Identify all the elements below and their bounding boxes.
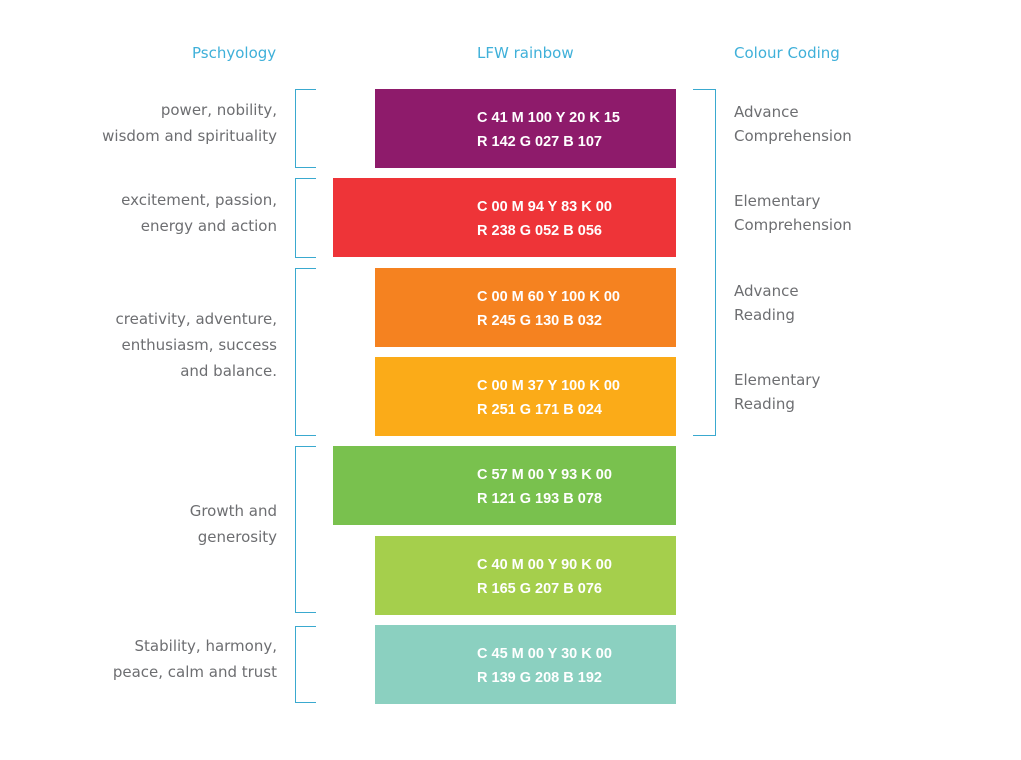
color-swatch-purple: C 41 M 100 Y 20 K 15 R 142 G 027 B 107: [375, 89, 676, 168]
rgb-value: R 142 G 027 B 107: [477, 134, 602, 150]
rgb-value: R 245 G 130 B 032: [477, 313, 602, 329]
label-line: energy and action: [140, 217, 277, 235]
header-rainbow: LFW rainbow: [477, 44, 574, 62]
psychology-label-orange: creativity, adventure, enthusiasm, succe…: [116, 306, 277, 384]
rgb-value: R 139 G 208 B 192: [477, 670, 602, 686]
psychology-label-teal: Stability, harmony, peace, calm and trus…: [113, 633, 277, 685]
label-line: excitement, passion,: [121, 191, 277, 209]
label-line: generosity: [197, 528, 277, 546]
cmyk-value: C 57 M 00 Y 93 K 00: [477, 467, 612, 483]
cmyk-value: C 41 M 100 Y 20 K 15: [477, 110, 620, 126]
label-line: Reading: [734, 306, 795, 324]
color-swatch-teal: C 45 M 00 Y 30 K 00 R 139 G 208 B 192: [375, 625, 676, 704]
label-line: Elementary: [734, 371, 821, 389]
bracket-purple: [295, 89, 316, 168]
rgb-value: R 251 G 171 B 024: [477, 402, 602, 418]
label-line: Elementary: [734, 192, 821, 210]
color-swatch-orange: C 00 M 60 Y 100 K 00 R 245 G 130 B 032: [375, 268, 676, 347]
label-line: Stability, harmony,: [134, 637, 277, 655]
label-line: Advance: [734, 103, 799, 121]
color-swatch-yellow: C 00 M 37 Y 100 K 00 R 251 G 171 B 024: [375, 357, 676, 436]
bracket-orange: [295, 268, 316, 436]
color-swatch-green: C 57 M 00 Y 93 K 00 R 121 G 193 B 078: [333, 446, 676, 525]
cmyk-value: C 40 M 00 Y 90 K 00: [477, 557, 612, 573]
bracket-green: [295, 446, 316, 613]
label-line: Advance: [734, 282, 799, 300]
color-swatch-red: C 00 M 94 Y 83 K 00 R 238 G 052 B 056: [333, 178, 676, 257]
rgb-value: R 121 G 193 B 078: [477, 491, 602, 507]
bracket-colour-coding: [693, 89, 716, 436]
label-line: and balance.: [180, 362, 277, 380]
bracket-teal: [295, 626, 316, 703]
color-swatch-lime: C 40 M 00 Y 90 K 00 R 165 G 207 B 076: [375, 536, 676, 615]
label-line: wisdom and spirituality: [102, 127, 277, 145]
cmyk-value: C 45 M 00 Y 30 K 00: [477, 646, 612, 662]
psychology-label-purple: power, nobility, wisdom and spirituality: [102, 97, 277, 149]
label-line: Comprehension: [734, 216, 852, 234]
cmyk-value: C 00 M 37 Y 100 K 00: [477, 378, 620, 394]
psychology-label-red: excitement, passion, energy and action: [121, 187, 277, 239]
rgb-value: R 165 G 207 B 076: [477, 581, 602, 597]
rgb-value: R 238 G 052 B 056: [477, 223, 602, 239]
header-colour-coding: Colour Coding: [734, 44, 840, 62]
label-line: enthusiasm, success: [121, 336, 277, 354]
label-line: power, nobility,: [160, 101, 277, 119]
label-line: creativity, adventure,: [115, 310, 277, 328]
label-line: Growth and: [189, 502, 277, 520]
psychology-label-green: Growth and generosity: [190, 498, 277, 550]
bracket-red: [295, 178, 316, 258]
header-psychology: Pschyology: [192, 44, 277, 62]
cmyk-value: C 00 M 94 Y 83 K 00: [477, 199, 612, 215]
label-line: peace, calm and trust: [112, 663, 277, 681]
label-line: Comprehension: [734, 127, 852, 145]
cmyk-value: C 00 M 60 Y 100 K 00: [477, 289, 620, 305]
label-line: Reading: [734, 395, 795, 413]
